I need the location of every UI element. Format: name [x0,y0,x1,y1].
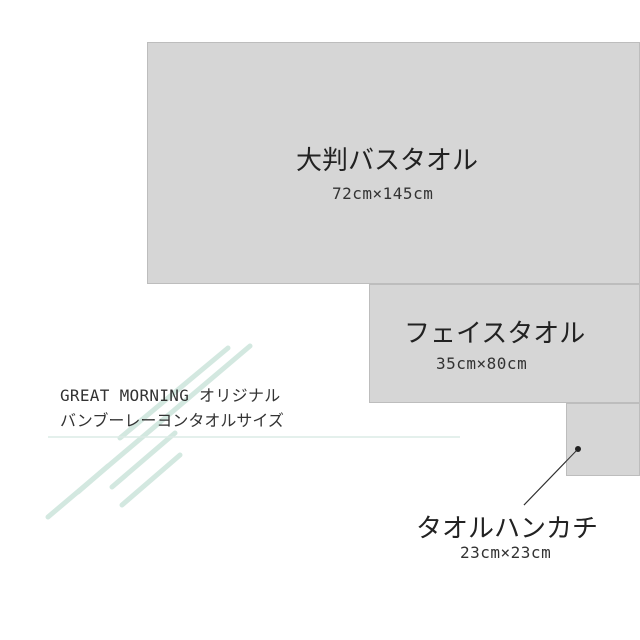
stripe [109,430,178,490]
brand-title: GREAT MORNING オリジナル [60,386,281,405]
stripe [45,343,253,520]
hand-towel-name: タオルハンカチ [416,514,599,544]
brand-subtitle: バンブーレーヨンタオルサイズ [60,411,284,430]
bath-towel-size: 72cm×145cm [332,184,434,203]
hand-towel-size: 23cm×23cm [460,543,552,562]
stripe [119,452,183,508]
stripe [75,463,111,495]
bath-towel-rect [147,42,640,284]
bath-towel-name: 大判バスタオル [296,146,479,176]
face-towel-name: フェイスタオル [404,319,586,349]
hand-towel-rect [566,403,640,476]
face-towel-rect [369,284,640,403]
face-towel-size: 35cm×80cm [436,354,528,373]
